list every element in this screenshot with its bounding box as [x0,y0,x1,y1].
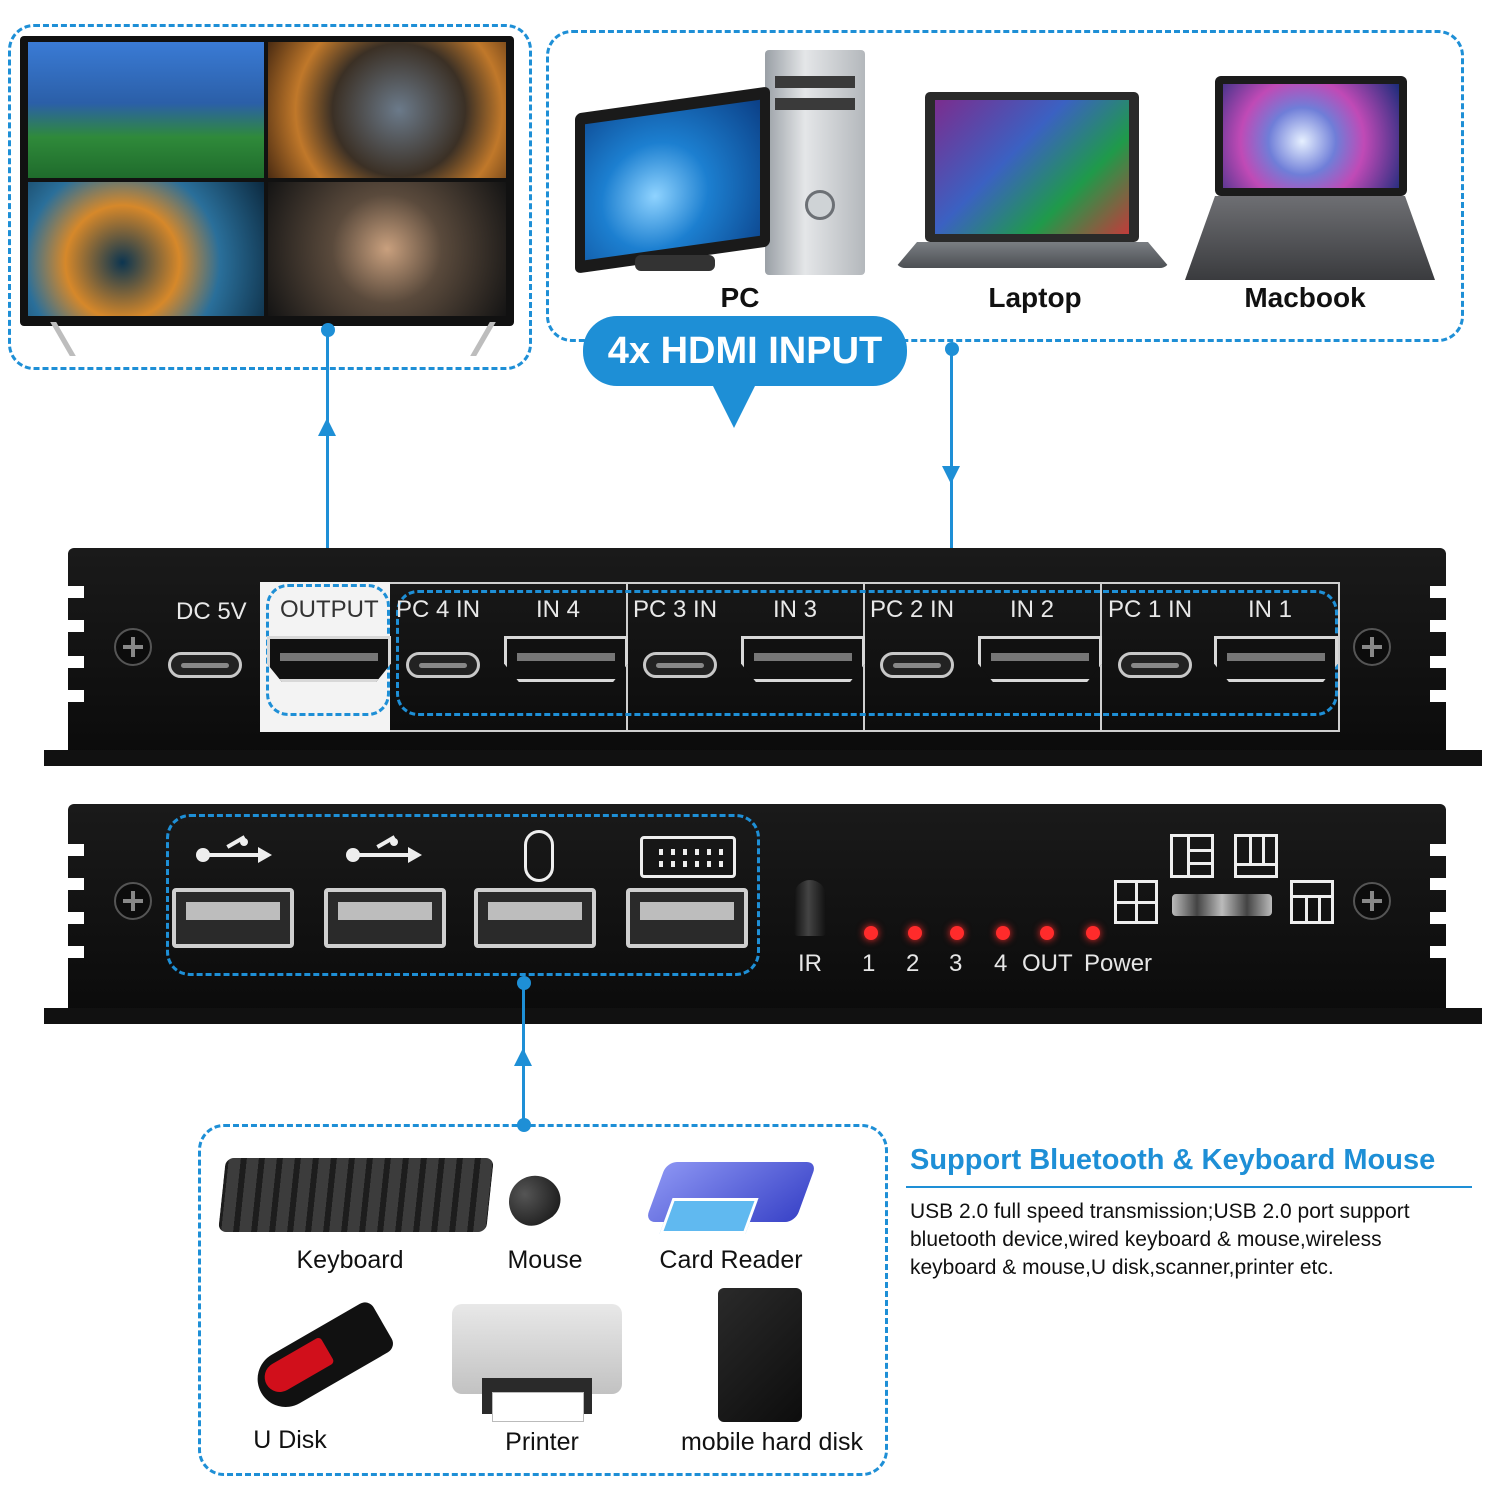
tv-screen-quad-2 [268,42,506,178]
in4-label: IN 4 [536,596,581,623]
led-power [1086,926,1100,940]
usb-c-port-pc4[interactable] [406,652,480,678]
source-label-macbook: Macbook [1244,282,1366,313]
usb-icon [196,835,274,868]
dc-power-port[interactable] [168,652,242,678]
pc2-label: PC 2 IN [870,596,955,623]
ir-label: IR [798,950,822,977]
layout-bottom-split-icon [1290,880,1334,924]
led-1 [864,926,878,940]
feature-line-1: USB 2.0 full speed transmission;USB 2.0 … [910,1200,1410,1223]
hdmi-input-port-2[interactable] [978,636,1102,682]
usb-icon [346,835,424,868]
macbook-icon [1185,76,1435,280]
screw-icon [114,628,152,666]
peripheral-label-card-reader: Card Reader [659,1246,803,1274]
source-label-pc: PC [720,282,760,313]
peripherals-group [198,1124,888,1476]
led-label-out: OUT [1022,950,1073,977]
output-connector-line [326,330,329,578]
hdmi-input-banner-pointer [712,384,756,428]
led-label-3: 3 [949,950,963,977]
led-4 [996,926,1010,940]
layout-top-split-icon [1234,834,1278,878]
in1-label: IN 1 [1248,596,1293,623]
feature-title-underline [906,1186,1472,1188]
usb-ports-group [166,814,760,976]
screw-icon [1353,882,1391,920]
hdmi-input-port-4[interactable] [504,636,628,682]
led-label-1: 1 [862,950,876,977]
peripheral-label-mobile-hard-disk: mobile hard disk [680,1428,864,1456]
mouse-icon [524,830,554,882]
peripheral-label-u-disk: U Disk [253,1426,327,1454]
tv-screen-quad-1 [28,42,264,178]
feature-line-3: keyboard & mouse,U disk,scanner,printer … [910,1256,1334,1279]
led-2 [908,926,922,940]
keyboard-icon [218,1158,494,1232]
usb-a-port-2[interactable] [324,888,446,948]
usb-c-port-pc1[interactable] [1118,652,1192,678]
led-label-4: 4 [994,950,1008,977]
arrow-down-icon [942,466,960,484]
usb-a-port-3[interactable] [474,888,596,948]
tv-screen-quad-3 [28,182,264,316]
pc4-label: PC 4 IN [396,596,481,623]
feature-title: Support Bluetooth & Keyboard Mouse [910,1144,1436,1176]
keyboard-icon [640,836,736,878]
hdmi-input-port-1[interactable] [1214,636,1338,682]
tv-monitor [20,36,514,326]
pc3-label: PC 3 IN [633,596,718,623]
screw-icon [114,882,152,920]
usb-a-port-1[interactable] [172,888,294,948]
screw-icon [1353,628,1391,666]
led-label-2: 2 [906,950,920,977]
printer-icon [452,1294,630,1424]
hdmi-output-port[interactable] [267,636,391,682]
usb-c-port-pc3[interactable] [643,652,717,678]
rear-panel-base [44,750,1482,766]
led-3 [950,926,964,940]
mode-button[interactable] [1172,894,1272,916]
front-panel-base [44,1008,1482,1024]
pc1-label: PC 1 IN [1108,596,1193,623]
usb-a-port-4[interactable] [626,888,748,948]
usb-flash-drive-icon [232,1298,397,1420]
arrow-up-icon [514,1048,532,1066]
card-reader-icon [645,1152,817,1236]
sources-group [546,30,1464,342]
output-label: OUTPUT [280,596,379,623]
in3-label: IN 3 [773,596,818,623]
hdmi-input-banner [583,316,907,386]
arrow-up-icon [318,418,336,436]
peripheral-label-printer: Printer [505,1428,579,1456]
feature-line-2: bluetooth device,wired keyboard & mouse,… [910,1228,1382,1251]
peripheral-label-mouse: Mouse [507,1246,583,1274]
dc-label: DC 5V [176,598,247,625]
hdmi-input-banner-text: 4x HDMI INPUT [607,330,883,372]
hdmi-input-port-3[interactable] [741,636,865,682]
display-group [8,24,532,370]
led-out [1040,926,1054,940]
layout-quad-icon [1114,880,1158,924]
hard-disk-icon [718,1288,802,1422]
tv-screen-quad-4 [268,182,506,316]
led-label-power: Power [1084,950,1153,977]
peripheral-label-keyboard: Keyboard [296,1246,404,1274]
ir-receiver [794,880,826,936]
layout-pip-left-icon [1170,834,1214,878]
source-label-laptop: Laptop [988,282,1082,313]
desktop-pc-icon [575,50,875,280]
laptop-icon [895,92,1170,276]
in2-label: IN 2 [1010,596,1055,623]
usb-c-port-pc2[interactable] [880,652,954,678]
